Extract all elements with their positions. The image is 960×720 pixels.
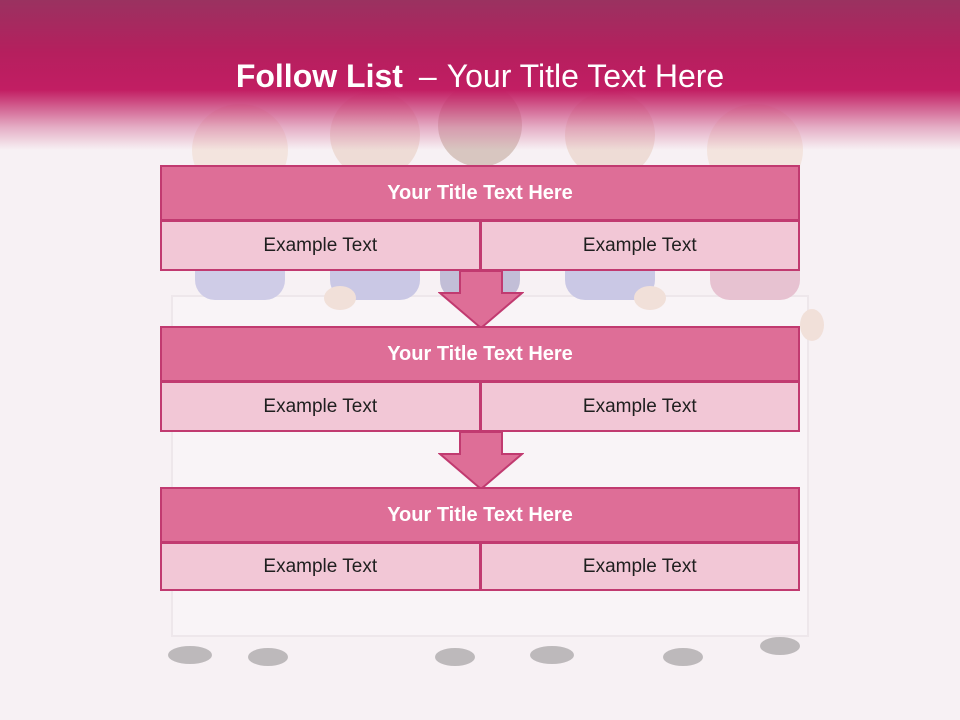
person-shoe [168, 646, 212, 664]
step-row: Example Text Example Text [160, 221, 800, 271]
step-block-2: Your Title Text Here Example Text Exampl… [160, 326, 800, 432]
step-block-1: Your Title Text Here Example Text Exampl… [160, 165, 800, 271]
step-title: Your Title Text Here [160, 165, 800, 221]
step-block-3: Your Title Text Here Example Text Exampl… [160, 487, 800, 591]
step-cell-left: Example Text [160, 221, 481, 271]
page-title-rest: Your Title Text Here [446, 58, 725, 94]
down-arrow-icon [438, 271, 524, 329]
person-shoe [248, 648, 288, 666]
step-row: Example Text Example Text [160, 382, 800, 432]
page-title-bold: Follow List [235, 58, 403, 94]
step-cell-left: Example Text [160, 382, 481, 432]
step-row: Example Text Example Text [160, 543, 800, 591]
person-hand [324, 286, 356, 310]
person-shoe [760, 637, 800, 655]
step-cell-right: Example Text [480, 221, 800, 271]
person-shoe [663, 648, 703, 666]
header-band [0, 0, 960, 150]
step-title: Your Title Text Here [160, 326, 800, 382]
page-title: Follow List–Your Title Text Here [0, 54, 960, 98]
person-hand [800, 309, 824, 341]
step-cell-right: Example Text [480, 543, 800, 591]
step-title: Your Title Text Here [160, 487, 800, 543]
step-cell-left: Example Text [160, 543, 481, 591]
down-arrow-icon [438, 432, 524, 490]
step-cell-right: Example Text [480, 382, 800, 432]
person-shoe [435, 648, 475, 666]
page-title-separator: – [418, 58, 437, 94]
person-shoe [530, 646, 574, 664]
person-hand [634, 286, 666, 310]
